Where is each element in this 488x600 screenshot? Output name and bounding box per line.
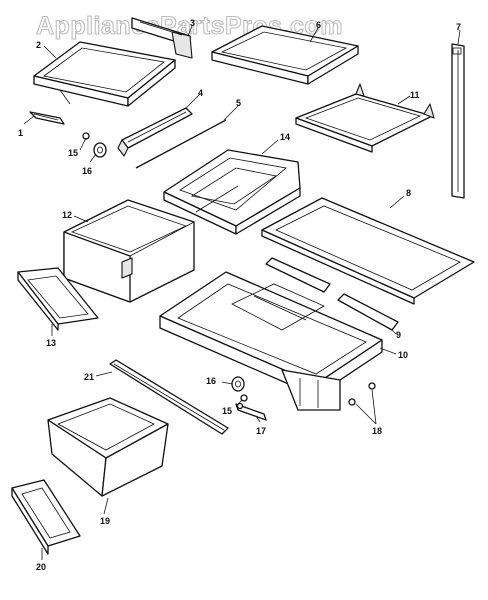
part-20-pan-front[interactable] bbox=[11, 479, 81, 555]
part-15-screw-lower[interactable] bbox=[240, 394, 248, 402]
callout-4: 4 bbox=[198, 88, 203, 98]
part-13-crisper-front[interactable] bbox=[17, 267, 99, 331]
callout-6: 6 bbox=[316, 20, 321, 30]
part-12-crisper-pan[interactable] bbox=[63, 199, 195, 303]
part-19-meat-pan[interactable] bbox=[47, 397, 169, 497]
watermark-text: AppliancePartsPros.com bbox=[36, 12, 343, 40]
callout-15-upper: 15 bbox=[68, 148, 78, 158]
callout-16-upper: 16 bbox=[82, 166, 92, 176]
part-14-drawer-frame[interactable] bbox=[163, 149, 301, 235]
callout-10: 10 bbox=[398, 350, 408, 360]
part-16-roller-lower[interactable] bbox=[231, 376, 245, 392]
part-6-glass-shelf[interactable] bbox=[211, 25, 359, 85]
callout-7: 7 bbox=[456, 22, 461, 32]
part-4-slide-rail[interactable] bbox=[117, 107, 193, 157]
callout-19: 19 bbox=[100, 516, 110, 526]
part-5-rod[interactable] bbox=[135, 119, 227, 169]
part-11-wire-shelf[interactable] bbox=[295, 83, 435, 153]
callout-18: 18 bbox=[372, 426, 382, 436]
callout-16-lower: 16 bbox=[206, 376, 216, 386]
part-3-shelf-bracket[interactable] bbox=[131, 17, 193, 59]
leader-lines bbox=[23, 25, 461, 560]
callout-2: 2 bbox=[36, 40, 41, 50]
part-8-glass-shelf[interactable] bbox=[261, 197, 475, 305]
callout-5: 5 bbox=[236, 98, 241, 108]
callout-11: 11 bbox=[410, 90, 420, 100]
part-7-shelf-rail[interactable] bbox=[451, 43, 465, 199]
part-10-crisper-cover-frame[interactable] bbox=[159, 271, 383, 411]
callout-20: 20 bbox=[36, 562, 46, 572]
part-16-roller-upper[interactable] bbox=[93, 142, 107, 158]
part-21-rail[interactable] bbox=[109, 359, 229, 435]
callout-15-lower: 15 bbox=[222, 406, 232, 416]
callout-14: 14 bbox=[280, 132, 290, 142]
callout-9: 9 bbox=[396, 330, 401, 340]
callout-21: 21 bbox=[84, 372, 94, 382]
part-15-screw-upper[interactable] bbox=[82, 132, 90, 140]
part-18-screws[interactable] bbox=[348, 382, 376, 406]
callout-1: 1 bbox=[18, 128, 23, 138]
part-17-clip[interactable] bbox=[235, 402, 267, 421]
part-1-clip[interactable] bbox=[29, 111, 65, 125]
callout-12: 12 bbox=[62, 210, 72, 220]
callout-3: 3 bbox=[190, 18, 195, 28]
callout-13: 13 bbox=[46, 338, 56, 348]
callout-17: 17 bbox=[256, 426, 266, 436]
part-9-shelf-trim[interactable] bbox=[265, 257, 399, 331]
callout-8: 8 bbox=[406, 188, 411, 198]
part-2-glass-shelf[interactable] bbox=[33, 41, 176, 107]
